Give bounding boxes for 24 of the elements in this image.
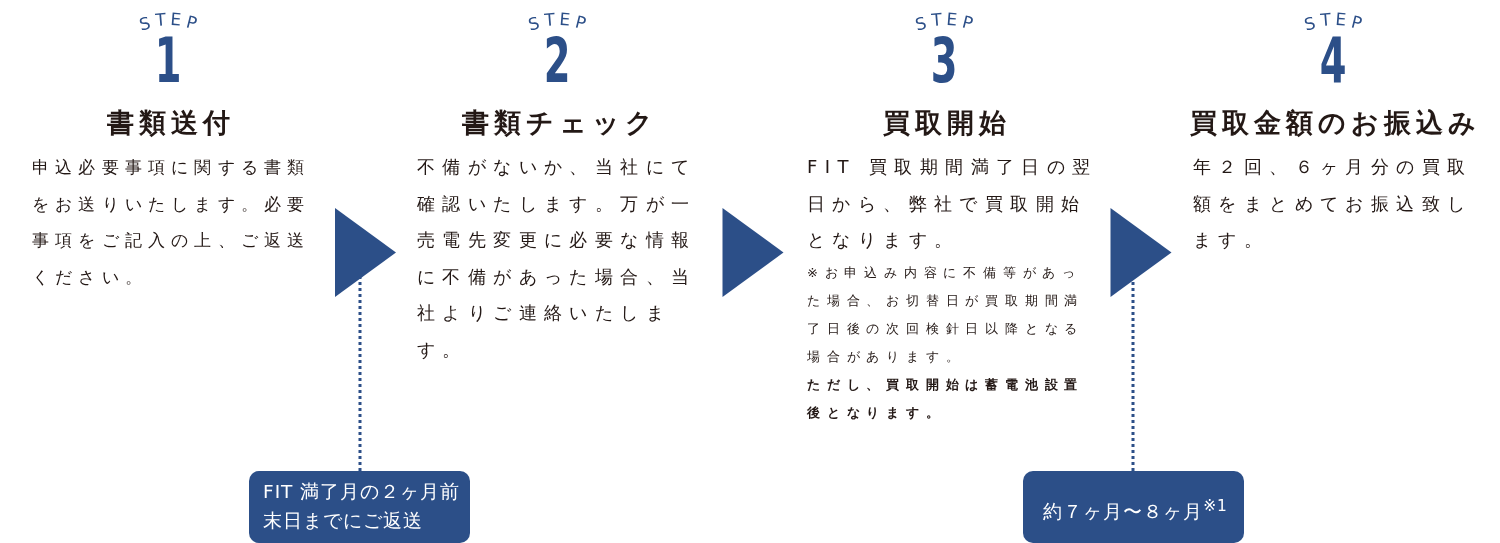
step-description: 年２回、６ヶ月分の買取額をまとめてお振込致します。: [1193, 155, 1474, 252]
step-number: 4: [1319, 37, 1347, 85]
step-label: STEP: [912, 8, 978, 35]
step-number: 1: [154, 37, 182, 85]
emphasis-note: ただし、買取開始は蓄電池設置後となります。: [807, 376, 1086, 422]
note-box: FIT 満了月の２ヶ月前末日までにご返送: [249, 471, 470, 543]
footnote-text: ※お申込み内容に不備等があった場合、お切替日が買取期間満了日後の次回検針日以降となる場合があります。: [807, 264, 1086, 366]
step-description: 不備がないか、当社にて確認いたします。万が一売電先変更に必要な情報に不備があった場合、当社よりご連絡いたします。: [417, 155, 698, 362]
step-title: 書類送付: [105, 107, 235, 139]
triangle-arrow: [1110, 208, 1172, 297]
step-title: 買取開始: [881, 107, 1011, 139]
step-title: 書類チェック: [460, 107, 658, 139]
step-label: STEP: [525, 8, 591, 35]
step-description: 申込必要事項に関する書類をお送りいたします。必要事項をご記入の上、ご返送ください。: [32, 156, 312, 289]
triangle-arrow: [335, 208, 396, 297]
step-number: 3: [930, 37, 958, 85]
triangle-arrow: [722, 208, 784, 297]
step-title: 買取金額のお振込み: [1189, 107, 1481, 139]
leader-line: [358, 277, 362, 471]
step-description: FIT 買取期間満了日の翌日から、弊社で買取開始となります。: [807, 155, 1099, 252]
step-label: STEP: [1301, 8, 1367, 35]
note-box: 約７ヶ月〜８ヶ月$^{※1}$: [1023, 471, 1244, 543]
step-number: 2: [543, 37, 571, 85]
step-label: STEP: [136, 8, 202, 35]
